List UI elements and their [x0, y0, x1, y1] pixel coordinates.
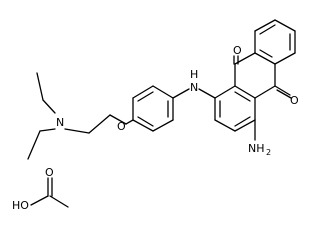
- nh-nitrogen-label: N: [190, 81, 198, 94]
- nh2-label: NH: [248, 142, 265, 155]
- anthraquinone-substituted-ring: [214, 85, 256, 132]
- quinone-ring: O O: [233, 44, 299, 107]
- main-molecule: N O H N: [27, 19, 299, 160]
- carbonyl-oxygen-bottom-label: O: [290, 94, 299, 107]
- carbonyl-oxygen-top-label: O: [233, 44, 242, 57]
- ether-linkage: O: [117, 119, 134, 133]
- ether-oxygen-label: O: [117, 120, 126, 133]
- acid-carbonyl-oxygen-label: O: [45, 166, 54, 179]
- amine-nitrogen-label: N: [56, 116, 64, 129]
- anthraquinone-benzo-ring: [254, 19, 296, 65]
- phenylene-ring: [132, 85, 174, 132]
- amino-bridge: H N: [172, 68, 216, 99]
- hydroxyl-label: HO: [12, 199, 29, 212]
- diethylamino-group: N: [27, 72, 127, 160]
- nh2-subscript: 2: [266, 148, 271, 157]
- primary-amine-group: NH 2: [248, 119, 271, 157]
- acetic-acid-molecule: HO O: [12, 166, 69, 212]
- nh-hydrogen-label: H: [190, 68, 198, 81]
